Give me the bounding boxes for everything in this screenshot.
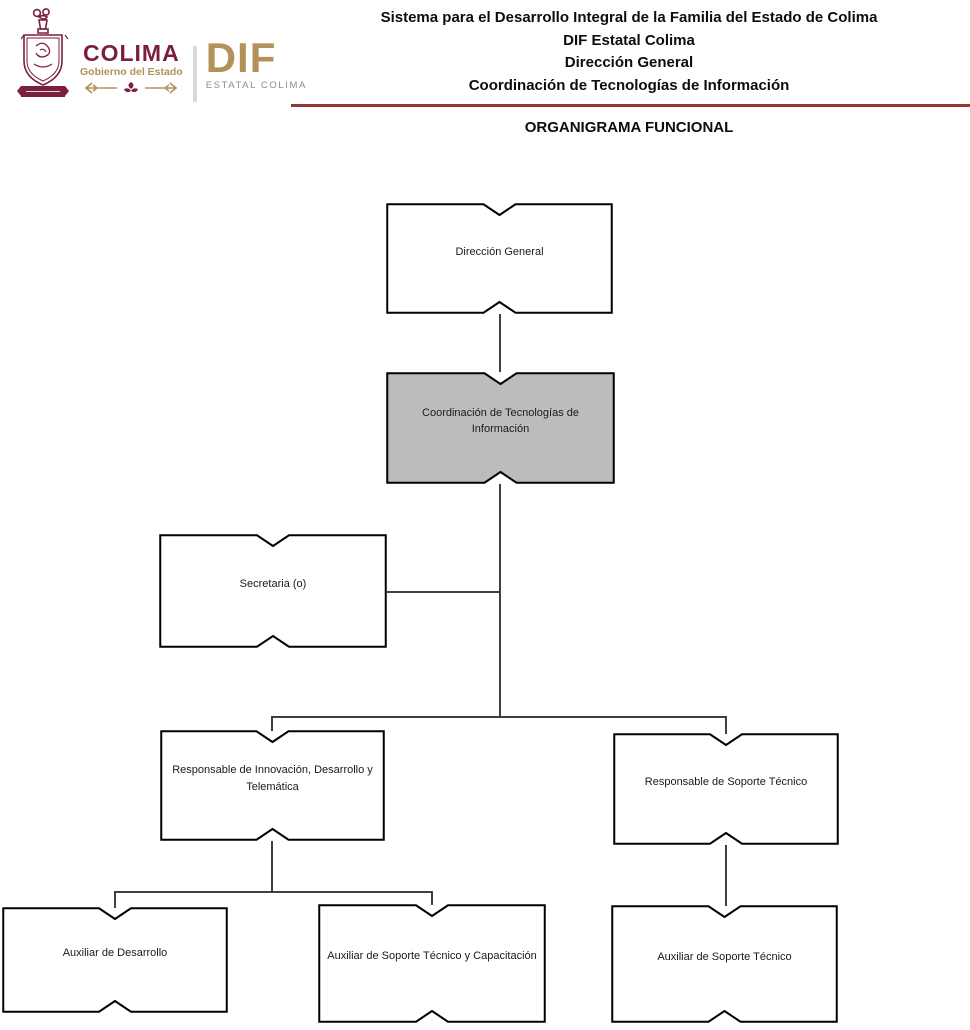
logo-state-subtitle: Gobierno del Estado: [80, 66, 183, 78]
org-node-label: Auxiliar de Soporte Técnico y Capacitaci…: [327, 950, 537, 963]
logo-arrows-ornament-icon: [85, 82, 178, 94]
colima-coat-of-arms-icon: [17, 8, 69, 97]
title-line-direction: Dirección General: [564, 54, 694, 71]
org-node-auxiliar-soporte-capacitacion: Auxiliar de Soporte Técnico y Capacitaci…: [318, 904, 546, 1023]
logo-dif-block: DIF ESTATAL COLIMA: [205, 34, 307, 91]
org-node-responsable-innovacion: Responsable de Innovación, Desarrollo y …: [160, 730, 385, 841]
title-line-org: DIF Estatal Colima: [563, 31, 695, 49]
logo-colima-block: COLIMA Gobierno del Estado: [80, 42, 183, 96]
org-node-secretaria: Secretaria (o): [159, 534, 387, 648]
org-node-label: Responsable de Innovación, Desarrollo y …: [172, 764, 373, 793]
org-node-responsable-soporte: Responsable de Soporte Técnico: [613, 733, 839, 845]
title-line-coordination: Coordinación de Tecnologías de Informaci…: [468, 76, 790, 94]
org-node-label: Secretaria (o): [239, 577, 307, 590]
title-line-institution: Sistema para el Desarrollo Integral de l…: [380, 9, 878, 26]
org-node-label: Auxiliar de Desarrollo: [62, 947, 168, 960]
logo-dif-subtitle: ESTATAL COLIMA: [205, 79, 307, 91]
letterhead-titles: Sistema para el Desarrollo Integral de l…: [290, 7, 968, 97]
logo-dif-acronym: DIF: [205, 34, 277, 81]
header-rule: [291, 104, 970, 107]
connector: [114, 891, 433, 908]
org-node-auxiliar-soporte: Auxiliar de Soporte Técnico: [611, 905, 838, 1023]
logo-state-name: COLIMA: [82, 40, 180, 66]
org-node-label: Auxiliar de Soporte Técnico: [657, 950, 792, 963]
connector: [271, 716, 727, 734]
page-title: ORGANIGRAMA FUNCIONAL: [524, 119, 734, 136]
org-node-direccion-general: Dirección General: [386, 203, 613, 314]
org-node-auxiliar-desarrollo: Auxiliar de Desarrollo: [2, 907, 228, 1013]
letterhead-logo: COLIMA Gobierno del Estado DIF ESTATAL C…: [12, 6, 307, 102]
org-node-coordinacion-tecnologias: Coordinación de Tecnologías de Informaci…: [386, 372, 615, 484]
org-node-label: Dirección General: [455, 245, 544, 258]
org-node-label: Coordinación de Tecnologías de Informaci…: [422, 406, 579, 436]
org-node-label: Responsable de Soporte Técnico: [644, 776, 808, 789]
logo-divider: [192, 46, 197, 102]
